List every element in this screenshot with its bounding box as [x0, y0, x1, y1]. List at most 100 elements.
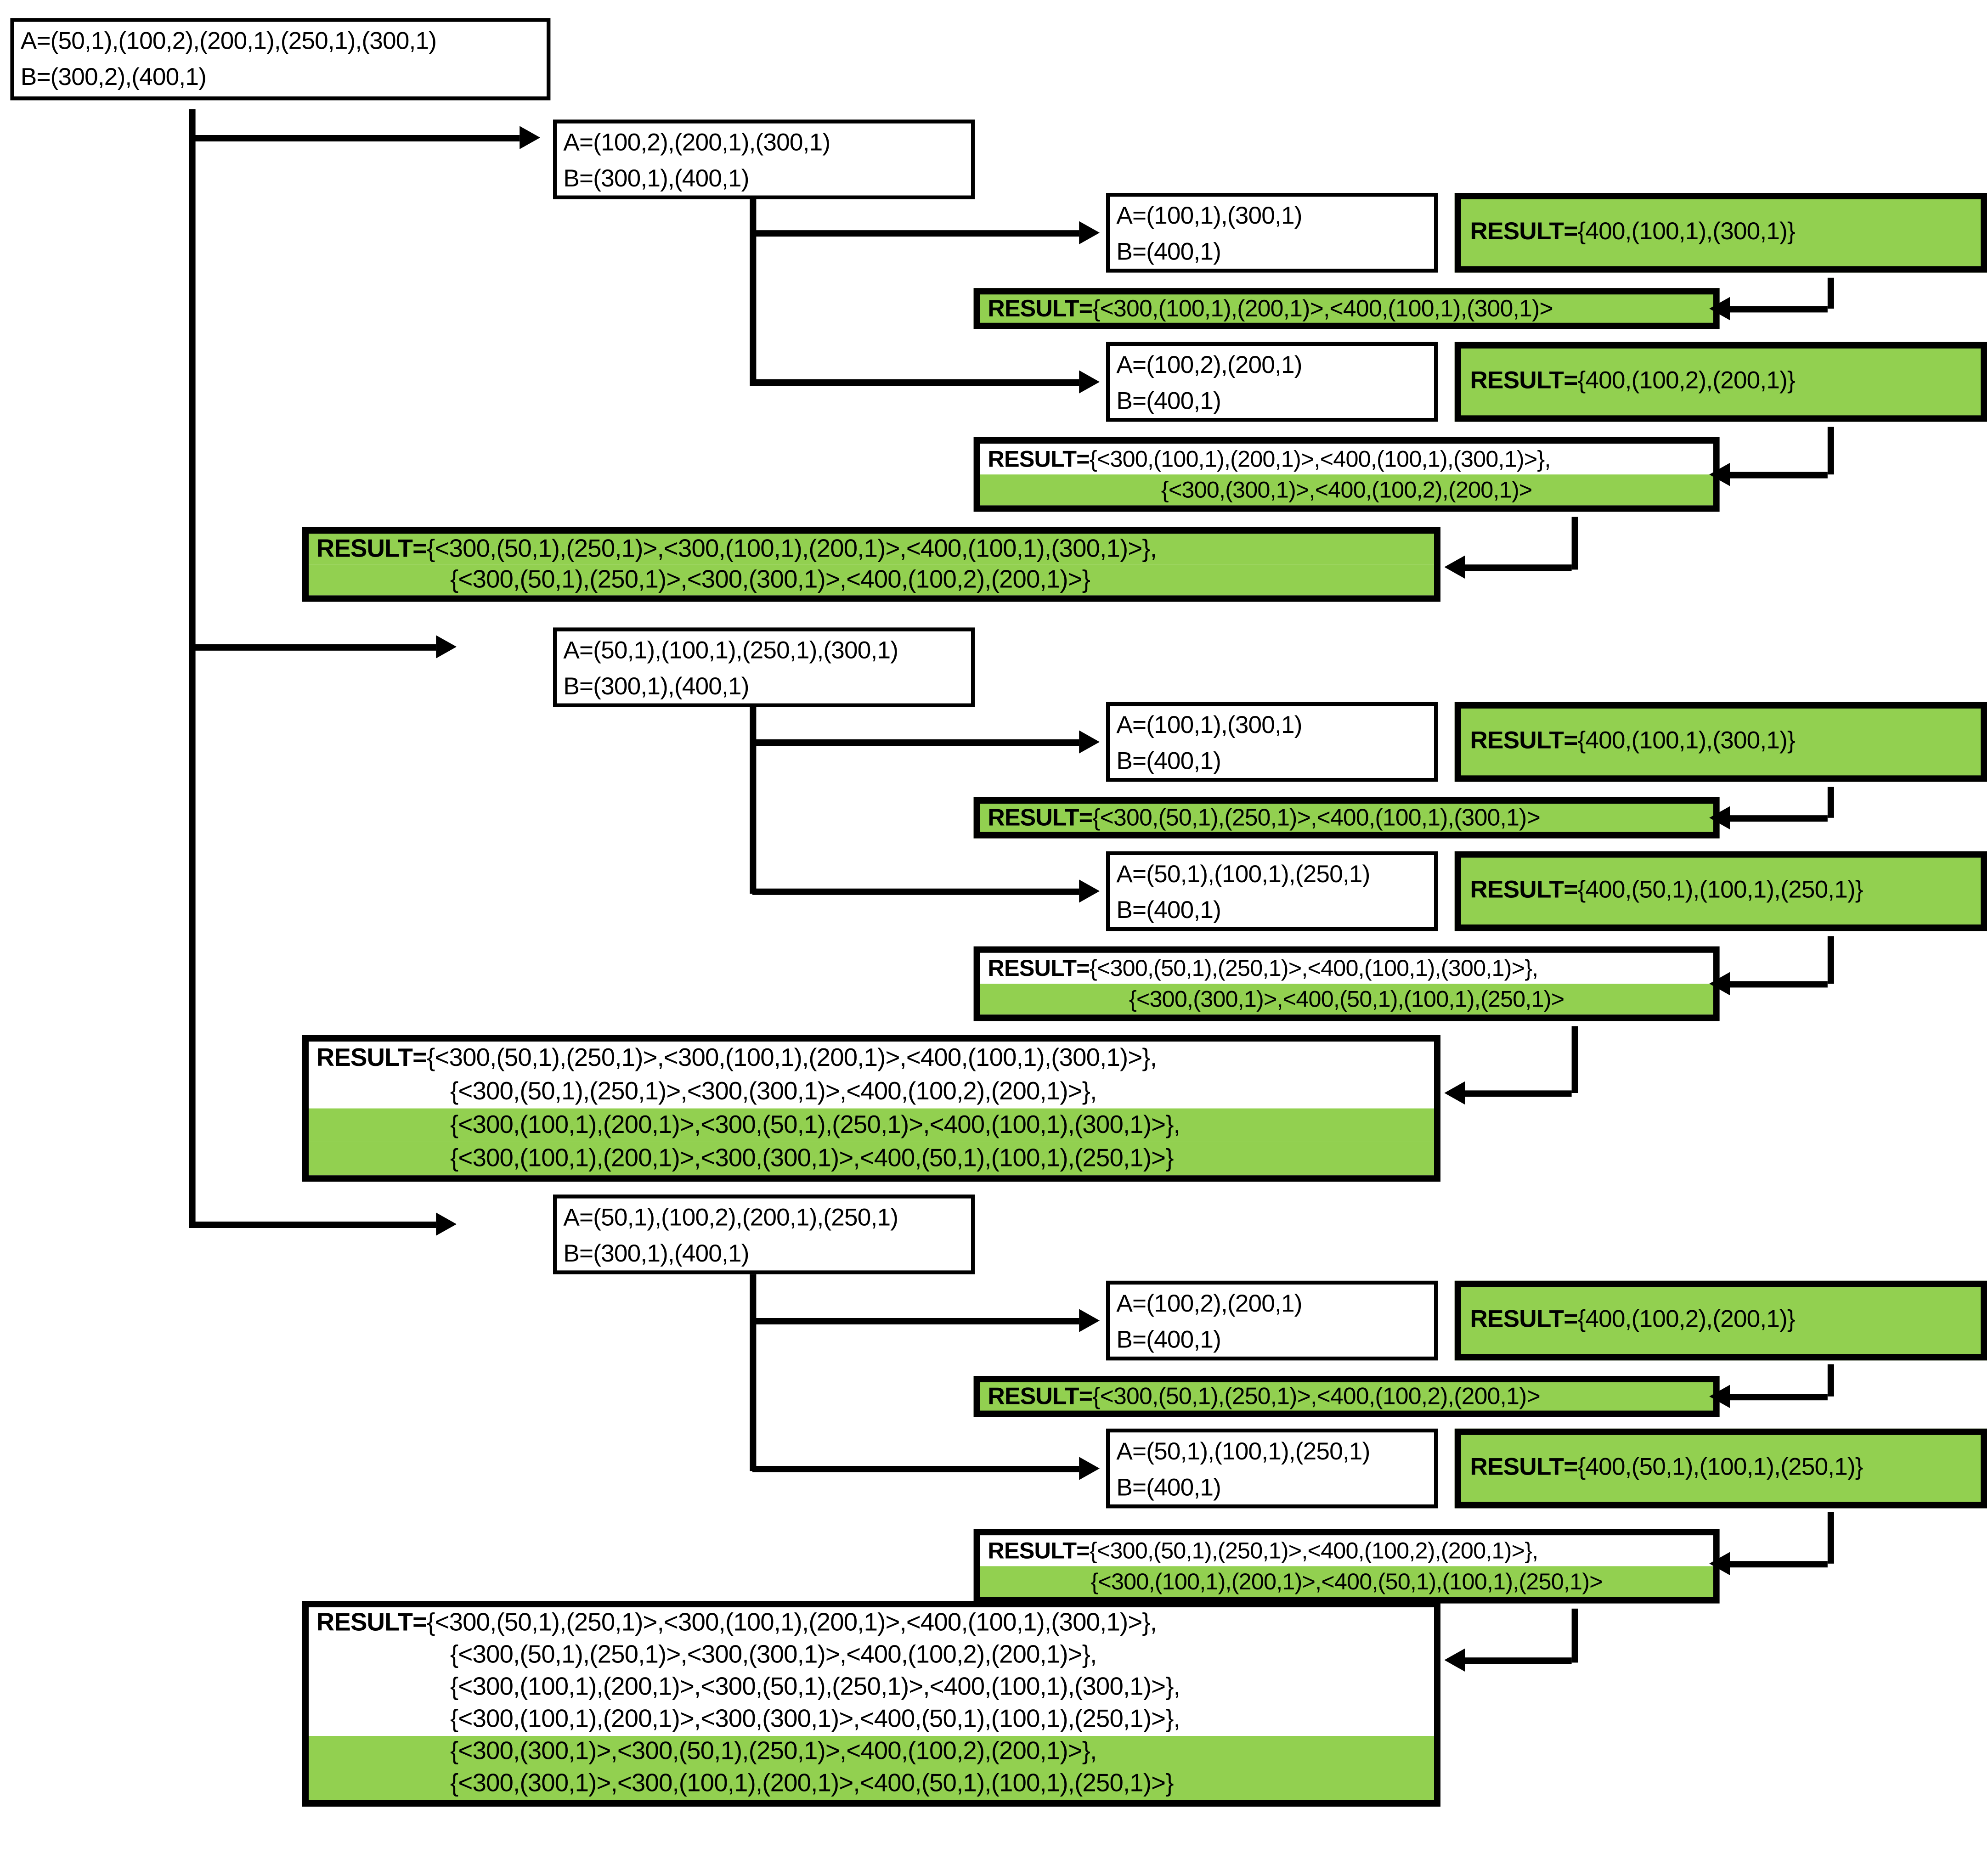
- subtree1-final-result-box: RESULT={<300,(50,1),(250,1)>,<300,(100,1…: [302, 527, 1440, 602]
- child-arrow-line: [752, 1317, 1079, 1324]
- subtree2-root-box: A=(50,1),(100,1),(250,1),(300,1) B=(300,…: [553, 627, 975, 707]
- final-line: {<300,(100,1),(200,1)>,<300,(300,1)>,<40…: [309, 1704, 1434, 1736]
- root-list-b: B=(300,2),(400,1): [20, 64, 207, 91]
- subtree1-child1-result-box: RESULT={400,(100,1),(300,1)}: [1454, 193, 1987, 273]
- subtree3-final-result-box: RESULT={<300,(50,1),(250,1)>,<300,(100,1…: [302, 1601, 1440, 1807]
- subtree2-child1-result-box: RESULT={400,(100,1),(300,1)}: [1454, 702, 1987, 782]
- result-text: RESULT={400,(100,1),(300,1)}: [1470, 727, 1795, 755]
- subtree1-merge-bar: RESULT={<300,(100,1),(200,1)>,<400,(100,…: [973, 288, 1720, 329]
- subtree3-child1-result-box: RESULT={400,(100,2),(200,1)}: [1454, 1280, 1987, 1361]
- merge-line2: {<300,(300,1)>,<400,(100,2),(200,1)>: [980, 474, 1713, 506]
- subtree2-final-result-box: RESULT={<300,(50,1),(250,1)>,<300,(100,1…: [302, 1035, 1440, 1182]
- arrowhead-right-icon: [1079, 730, 1100, 754]
- root-branch-trunk-line: [189, 109, 196, 1228]
- return-arrow-hline: [1730, 814, 1828, 821]
- child-arrow-line: [752, 888, 1079, 895]
- subtree1-child2-box: A=(100,2),(200,1) B=(400,1): [1106, 342, 1438, 422]
- subtree1-list-b: B=(300,1),(400,1): [563, 166, 749, 193]
- subtree1-root-box: A=(100,2),(200,1),(300,1) B=(300,1),(400…: [553, 119, 975, 199]
- final-line: {<300,(100,1),(200,1)>,<300,(50,1),(250,…: [309, 1672, 1434, 1704]
- arrowhead-right-icon: [1079, 370, 1100, 394]
- child-arrow-line: [752, 1465, 1079, 1472]
- branch-arrow-line: [193, 134, 520, 141]
- subtree1-child2-result-box: RESULT={400,(100,2),(200,1)}: [1454, 342, 1987, 422]
- merge-line2: {<300,(100,1),(200,1)>,<400,(50,1),(100,…: [980, 1566, 1713, 1597]
- child-list-a: A=(100,2),(200,1): [1116, 1291, 1302, 1318]
- final-line: {<300,(100,1),(200,1)>,<300,(300,1)>,<40…: [309, 1142, 1434, 1176]
- arrowhead-left-icon: [1444, 555, 1465, 579]
- subtree3-child-trunk-line: [750, 1274, 757, 1471]
- result-text: RESULT={400,(50,1),(100,1),(250,1)}: [1470, 877, 1863, 904]
- final-line: {<300,(300,1)>,<300,(50,1),(250,1)>,<400…: [309, 1736, 1434, 1768]
- final-line: RESULT={<300,(50,1),(250,1)>,<300,(100,1…: [309, 534, 1434, 565]
- child-list-a: A=(50,1),(100,1),(250,1): [1116, 862, 1370, 889]
- subtree2-list-a: A=(50,1),(100,1),(250,1),(300,1): [563, 637, 898, 665]
- arrowhead-right-icon: [436, 1212, 457, 1236]
- arrowhead-right-icon: [1079, 1309, 1100, 1332]
- child-arrow-line: [752, 738, 1079, 745]
- arrowhead-left-icon: [1709, 1385, 1730, 1408]
- arrowhead-left-icon: [1709, 1552, 1730, 1575]
- subtree3-child1-box: A=(100,2),(200,1) B=(400,1): [1106, 1280, 1438, 1361]
- final-line: {<300,(50,1),(250,1)>,<300,(300,1)>,<400…: [309, 1075, 1434, 1109]
- final-line: {<300,(50,1),(250,1)>,<300,(300,1)>,<400…: [309, 1639, 1434, 1672]
- final-line: {<300,(100,1),(200,1)>,<300,(50,1),(250,…: [309, 1108, 1434, 1142]
- child-list-a: A=(50,1),(100,1),(250,1): [1116, 1439, 1370, 1466]
- arrowhead-left-icon: [1709, 972, 1730, 996]
- return-arrow-vline: [1827, 1364, 1834, 1397]
- subtree2-child2-box: A=(50,1),(100,1),(250,1) B=(400,1): [1106, 851, 1438, 931]
- arrowhead-left-icon: [1709, 463, 1730, 486]
- arrowhead-left-icon: [1709, 806, 1730, 829]
- return-arrow-vline: [1571, 1026, 1578, 1093]
- return-arrow-vline: [1827, 277, 1834, 309]
- result-text: RESULT={<300,(50,1),(250,1)>,<400,(100,1…: [988, 804, 1540, 831]
- arrowhead-right-icon: [1079, 1457, 1100, 1480]
- result-text: RESULT={400,(50,1),(100,1),(250,1)}: [1470, 1454, 1863, 1481]
- subtree3-child2-box: A=(50,1),(100,1),(250,1) B=(400,1): [1106, 1428, 1438, 1509]
- final-line: RESULT={<300,(50,1),(250,1)>,<300,(100,1…: [309, 1607, 1434, 1639]
- arrowhead-left-icon: [1709, 297, 1730, 321]
- arrowhead-right-icon: [436, 635, 457, 659]
- child-list-b: B=(400,1): [1116, 1475, 1221, 1502]
- merge-line1: RESULT={<300,(50,1),(250,1)>,<400,(100,2…: [980, 1535, 1713, 1566]
- branch-arrow-line: [193, 1221, 436, 1228]
- return-arrow-hline: [1730, 980, 1828, 987]
- branch-arrow-line: [193, 643, 436, 650]
- child-list-b: B=(400,1): [1116, 1327, 1221, 1354]
- return-arrow-vline: [1571, 1608, 1578, 1663]
- subtree2-list-b: B=(300,1),(400,1): [563, 674, 749, 701]
- final-line: {<300,(300,1)>,<300,(100,1),(200,1)>,<40…: [309, 1768, 1434, 1800]
- subtree2-merge-bar: RESULT={<300,(50,1),(250,1)>,<400,(100,1…: [973, 797, 1720, 839]
- return-arrow-vline: [1827, 1512, 1834, 1564]
- arrowhead-right-icon: [520, 126, 540, 149]
- merge-line1: RESULT={<300,(50,1),(250,1)>,<400,(100,1…: [980, 952, 1713, 984]
- subtree3-root-box: A=(50,1),(100,2),(200,1),(250,1) B=(300,…: [553, 1194, 975, 1274]
- result-text: RESULT={<300,(100,1),(200,1)>,<400,(100,…: [988, 294, 1553, 321]
- child-list-b: B=(400,1): [1116, 897, 1221, 925]
- subtree1-child-trunk-line: [750, 199, 757, 386]
- subtree3-list-a: A=(50,1),(100,2),(200,1),(250,1): [563, 1205, 898, 1232]
- result-text: RESULT={400,(100,2),(200,1)}: [1470, 367, 1795, 395]
- return-arrow-vline: [1827, 427, 1834, 475]
- child-list-a: A=(100,2),(200,1): [1116, 352, 1302, 379]
- root-list-a: A=(50,1),(100,2),(200,1),(250,1),(300,1): [20, 28, 437, 56]
- return-arrow-hline: [1465, 1656, 1572, 1663]
- subtree3-child2-result-box: RESULT={400,(50,1),(100,1),(250,1)}: [1454, 1428, 1987, 1509]
- root-state-box: A=(50,1),(100,2),(200,1),(250,1),(300,1)…: [10, 18, 551, 101]
- subtree3-merge-box: RESULT={<300,(50,1),(250,1)>,<400,(100,2…: [973, 1529, 1720, 1604]
- child-arrow-line: [752, 378, 1079, 385]
- return-arrow-hline: [1465, 1090, 1572, 1096]
- subtree2-child-trunk-line: [750, 707, 757, 894]
- subtree1-child1-box: A=(100,1),(300,1) B=(400,1): [1106, 193, 1438, 273]
- arrowhead-right-icon: [1079, 879, 1100, 903]
- subtree3-merge-bar: RESULT={<300,(50,1),(250,1)>,<400,(100,2…: [973, 1376, 1720, 1417]
- result-text: RESULT={400,(100,2),(200,1)}: [1470, 1306, 1795, 1334]
- arrowhead-left-icon: [1444, 1081, 1465, 1105]
- merge-line2: {<300,(300,1)>,<400,(50,1),(100,1),(250,…: [980, 984, 1713, 1015]
- child-list-b: B=(400,1): [1116, 239, 1221, 266]
- result-text: RESULT={<300,(50,1),(250,1)>,<400,(100,2…: [988, 1382, 1540, 1409]
- subtree3-list-b: B=(300,1),(400,1): [563, 1241, 749, 1268]
- subtree1-list-a: A=(100,2),(200,1),(300,1): [563, 130, 830, 157]
- arrowhead-right-icon: [1079, 221, 1100, 244]
- child-list-b: B=(400,1): [1116, 388, 1221, 416]
